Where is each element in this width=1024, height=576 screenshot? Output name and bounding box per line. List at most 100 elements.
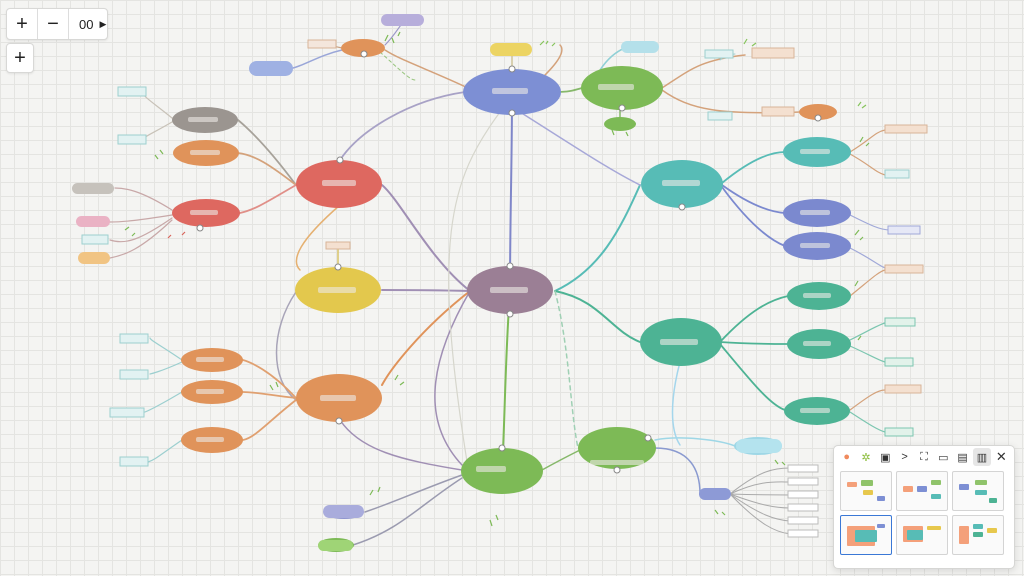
template-thumbnail[interactable] xyxy=(896,471,948,511)
leaf-pill[interactable] xyxy=(736,439,782,453)
thumb-shape xyxy=(959,526,969,544)
leaf-pill[interactable] xyxy=(318,540,353,551)
node-anchor[interactable] xyxy=(618,104,626,112)
template-thumbnail[interactable] xyxy=(952,515,1004,555)
connector xyxy=(554,184,641,292)
zoom-in-button[interactable]: + xyxy=(16,12,28,35)
connector xyxy=(719,341,789,345)
sprout-icon xyxy=(489,514,499,527)
clipboard-icon[interactable]: ▣ xyxy=(880,451,891,464)
leaf-label xyxy=(787,516,819,525)
template-thumbnail[interactable] xyxy=(840,471,892,511)
sparkle-icon[interactable]: ✲ xyxy=(861,451,871,464)
node-text-placeholder xyxy=(598,84,634,90)
leaf-label xyxy=(109,407,145,418)
connector xyxy=(109,219,173,259)
node-text-placeholder xyxy=(800,243,830,248)
connector xyxy=(729,467,791,495)
node-anchor[interactable] xyxy=(506,262,514,270)
leaf-label xyxy=(787,529,819,538)
sprout-icon xyxy=(384,31,401,44)
leaf-label xyxy=(704,49,734,59)
connector xyxy=(364,474,463,513)
connector xyxy=(384,49,469,89)
connector xyxy=(292,49,343,69)
play-icon[interactable]: > xyxy=(901,451,908,463)
node-anchor[interactable] xyxy=(196,224,204,232)
add-node-button[interactable]: + xyxy=(6,43,34,73)
leaf-pill[interactable] xyxy=(699,488,731,500)
leaf-pill[interactable] xyxy=(490,43,532,56)
comment-icon[interactable]: ▭ xyxy=(938,451,949,464)
leaf-pill[interactable] xyxy=(72,183,114,194)
node-anchor[interactable] xyxy=(644,434,652,442)
node-text-placeholder xyxy=(190,150,220,155)
thumb-shape xyxy=(847,482,857,487)
mind-node-green-bottom-right[interactable] xyxy=(578,427,656,469)
zoom-level-display[interactable]: 00 xyxy=(79,16,94,32)
connector xyxy=(147,439,183,463)
thumb-shape xyxy=(861,480,873,486)
sprout-icon xyxy=(854,280,859,287)
leaf-pill[interactable] xyxy=(78,252,110,264)
sprout-icon xyxy=(859,136,870,147)
thumb-shape xyxy=(973,524,983,529)
template-thumbnail[interactable] xyxy=(952,471,1004,511)
node-anchor[interactable] xyxy=(508,109,516,117)
connector xyxy=(554,290,579,449)
zoom-out-button[interactable]: − xyxy=(47,12,59,35)
connector xyxy=(143,91,173,119)
node-text-placeholder xyxy=(190,210,218,215)
connector xyxy=(719,295,789,343)
color-dot-icon[interactable]: ● xyxy=(843,451,850,463)
connector xyxy=(661,54,746,89)
leaf-label xyxy=(884,357,914,367)
sprout-icon xyxy=(857,101,867,109)
mind-node-orange-top[interactable] xyxy=(341,39,385,57)
mind-node-green-small[interactable] xyxy=(604,117,636,131)
thumb-shape xyxy=(931,480,941,485)
connector xyxy=(654,437,736,447)
node-anchor[interactable] xyxy=(498,444,506,452)
leaf-label xyxy=(761,106,795,117)
close-icon[interactable]: ✕ xyxy=(995,449,1007,464)
connector xyxy=(239,184,297,214)
node-anchor[interactable] xyxy=(613,466,621,474)
leaf-label xyxy=(887,225,921,235)
template-thumbnail-selected[interactable] xyxy=(840,515,892,555)
sprout-icon xyxy=(611,129,629,137)
connector xyxy=(721,151,786,184)
node-anchor[interactable] xyxy=(336,156,344,164)
template-thumbnail[interactable] xyxy=(896,515,948,555)
sprout-icon xyxy=(369,486,381,496)
node-anchor[interactable] xyxy=(360,50,368,58)
node-anchor[interactable] xyxy=(506,310,514,318)
sprout-icon xyxy=(539,40,556,47)
leaf-label xyxy=(751,47,795,59)
triangle-right-icon[interactable]: ▶ xyxy=(99,18,107,29)
leaf-pill[interactable] xyxy=(323,505,364,518)
leaf-pill[interactable] xyxy=(381,14,424,26)
node-anchor[interactable] xyxy=(334,263,342,271)
mind-node-orange-right[interactable] xyxy=(799,104,837,120)
connector xyxy=(729,493,791,509)
node-anchor[interactable] xyxy=(335,417,343,425)
connector xyxy=(242,391,297,399)
image-icon[interactable]: ▤ xyxy=(957,451,968,464)
document-icon[interactable]: ▥ xyxy=(973,448,991,466)
node-anchor[interactable] xyxy=(814,114,822,122)
connector xyxy=(849,214,891,231)
sprout-icon xyxy=(714,509,726,516)
connector xyxy=(719,343,786,411)
leaf-pill[interactable] xyxy=(621,41,659,53)
connector xyxy=(339,91,466,161)
expand-icon[interactable]: ⛶ xyxy=(920,450,928,463)
leaf-label xyxy=(884,384,922,394)
connector xyxy=(381,289,471,292)
node-anchor[interactable] xyxy=(508,65,516,73)
node-anchor[interactable] xyxy=(678,203,686,211)
toolbar-divider xyxy=(37,9,38,39)
leaf-pill[interactable] xyxy=(76,216,110,227)
leaf-pill[interactable] xyxy=(249,61,293,76)
